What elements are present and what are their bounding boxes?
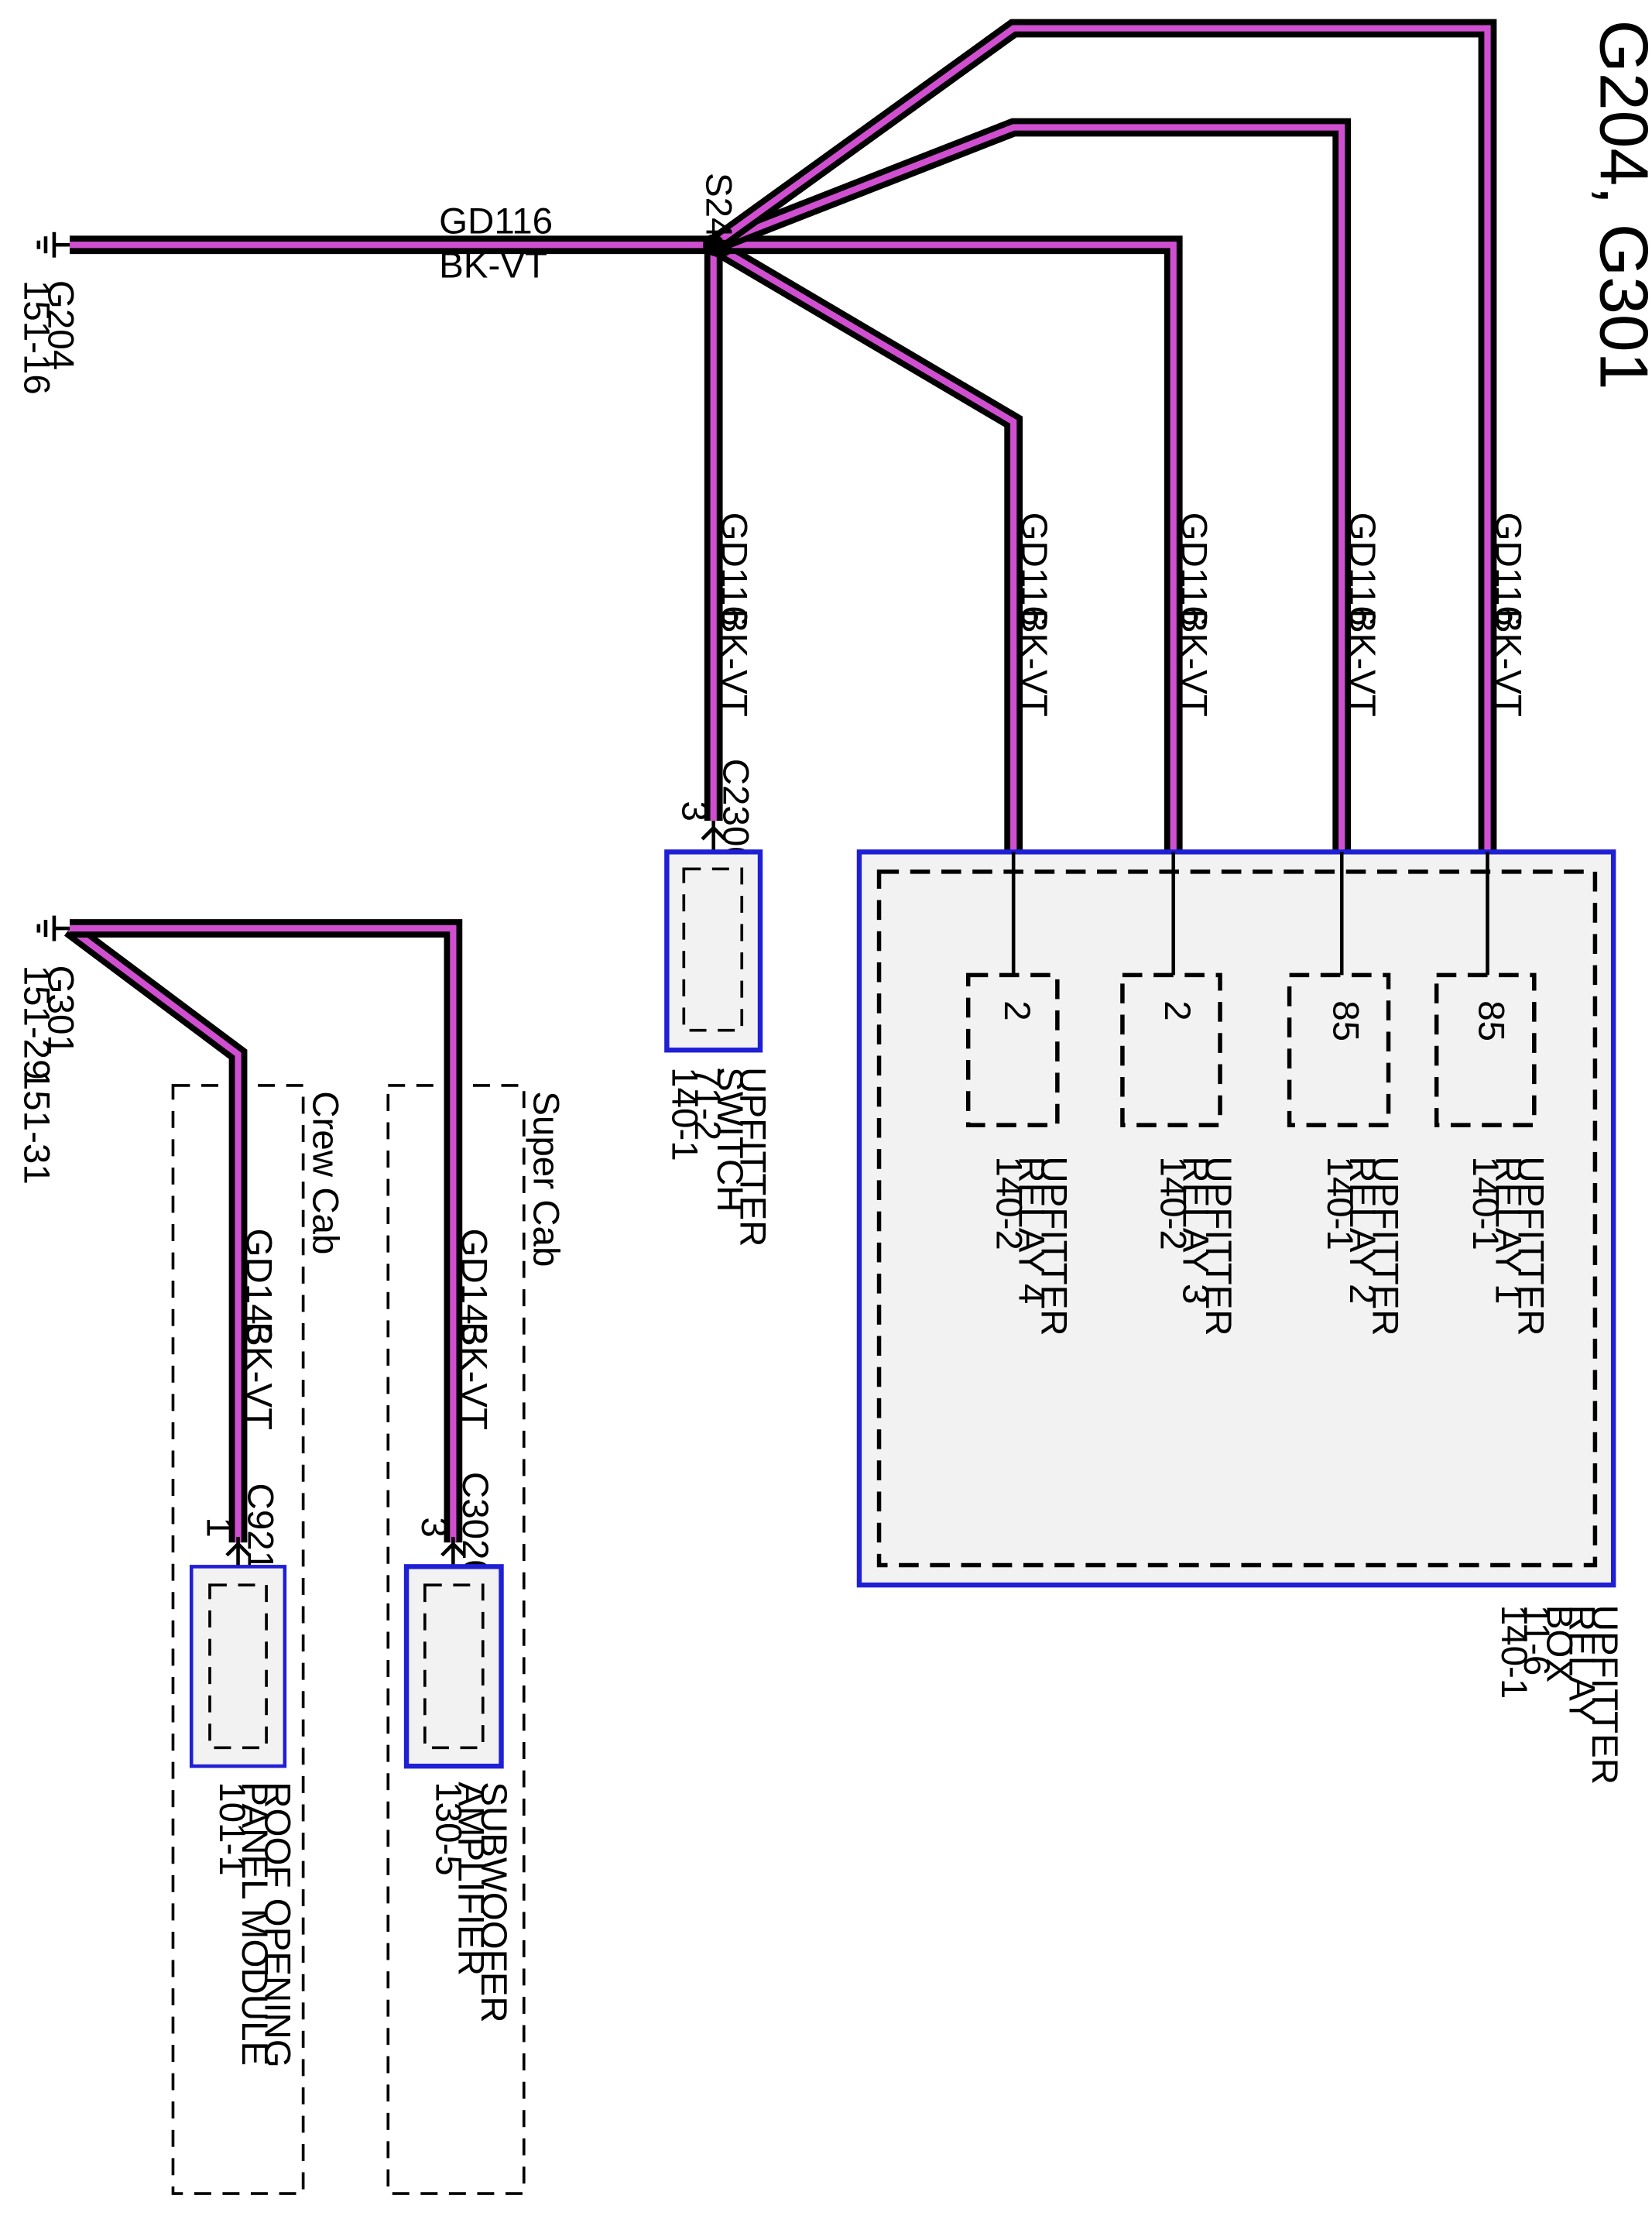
c921-pin-label: 1	[198, 1517, 239, 1537]
ground-g301-name: G301	[40, 965, 81, 1055]
wire-relay4-gd116	[708, 236, 1023, 852]
splice-s249	[702, 234, 725, 256]
relay-box-name: UPFITTER	[1584, 1605, 1625, 1785]
upfitter-relay-3	[1120, 972, 1222, 1127]
relay3-wire-circuit: GD116	[1174, 513, 1215, 626]
super-cab-wire-circuit: GD143	[453, 1229, 494, 1346]
c3020-connector-label: C3020	[454, 1472, 495, 1580]
upfitter-relay-4	[965, 972, 1060, 1127]
relay-3-sub: RELAY 3	[1175, 1156, 1216, 1304]
upfitter-relay-2	[1287, 972, 1391, 1127]
roof-module-ref: 101-1	[211, 1782, 252, 1876]
crew-cab-wire-color: BK-VT	[238, 1322, 279, 1430]
upfitter-relay-1	[1434, 972, 1537, 1127]
relay-box-ref1: 11-6	[1516, 1605, 1557, 1676]
upfitter-switch-sub: SWITCH	[709, 1067, 750, 1212]
relay-1-pin: 85	[1471, 1000, 1512, 1041]
relay2-wire-circuit: GD116	[1342, 513, 1383, 626]
relay-3-name: UPFITTER	[1198, 1156, 1239, 1336]
relay2-wire-color: BK-VT	[1342, 609, 1383, 717]
relay1-wire-color: BK-VT	[1487, 609, 1528, 717]
relay-box-sub2: BOX	[1538, 1605, 1579, 1682]
roof-module-name: ROOF OPENING	[256, 1782, 297, 2068]
roof-opening-panel-module-box	[189, 1565, 287, 1768]
upfitter-switch-ref1: 71-2	[687, 1067, 728, 1140]
ground-g301-icon	[36, 915, 70, 941]
relay-3-pin: 2	[1157, 1000, 1198, 1020]
relay-4-name: UPFITTER	[1033, 1156, 1074, 1336]
switch-connector-label: C2300	[715, 759, 756, 867]
diagram-title: G204, G301	[1586, 20, 1652, 390]
upfitter-switch-name: UPFITTER	[732, 1067, 773, 1247]
wire-relay2-gd116	[710, 118, 1352, 852]
relay-4-pin: 2	[996, 1000, 1037, 1020]
ground-g204-name: G204	[40, 280, 81, 370]
subwoofer-amplifier-inner	[423, 1583, 485, 1750]
relay1-wire-circuit: GD116	[1487, 513, 1528, 626]
relay-4-sub: RELAY 4	[1010, 1156, 1051, 1304]
subwoofer-amplifier-box	[403, 1564, 504, 1769]
main-wire-color: BK-VT	[439, 245, 547, 286]
upfitter-relay-box-inner	[876, 869, 1598, 1568]
wire-super-cab-gd143	[70, 919, 463, 1543]
relay-2-ref: 140-1	[1319, 1156, 1360, 1250]
crew-cab-wire-circuit: GD143	[238, 1229, 279, 1346]
wire-relay1-gd116	[708, 19, 1497, 852]
roof-module-sub: PANEL MODULE	[234, 1782, 275, 2066]
relay-1-ref: 140-1	[1465, 1156, 1506, 1250]
upfitter-switch-inner	[682, 867, 744, 1032]
upfitter-switch-box	[664, 849, 763, 1053]
ground-g204-page: 151-16	[16, 280, 57, 395]
ground-g301-page: 151-29	[16, 965, 57, 1080]
subwoofer-name: SUBWOOFER	[473, 1782, 514, 2022]
c921-connector-label: C921	[239, 1483, 280, 1572]
crew-cab-label: Crew Cab	[304, 1091, 345, 1254]
super-cab-wire-color: BK-VT	[453, 1322, 494, 1430]
switch-pin-label: 3	[673, 801, 715, 821]
main-wire-circuit: GD116	[439, 201, 553, 242]
subwoofer-ref: 130-5	[427, 1782, 468, 1876]
ground-g204-icon	[36, 232, 70, 258]
switch-wire-circuit: GD116	[714, 513, 755, 626]
relay-box-ref2: 140-1	[1493, 1605, 1534, 1699]
relay-box-sub1: RELAY	[1561, 1605, 1602, 1723]
relay3-wire-color: BK-VT	[1174, 609, 1215, 717]
relay-2-sub: RELAY 2	[1342, 1156, 1383, 1304]
relay4-wire-circuit: GD116	[1013, 513, 1054, 626]
subwoofer-sub: AMPLIFIER	[451, 1782, 492, 1976]
super-cab-label: Super Cab	[526, 1091, 567, 1267]
ground-g301-page-alt: 151-31	[16, 1070, 57, 1185]
splice-label: S249	[698, 173, 739, 259]
switch-wire-color: BK-VT	[714, 609, 755, 717]
relay-4-ref: 140-2	[988, 1156, 1029, 1250]
wire-relay3-gd116	[713, 235, 1183, 852]
relay-3-ref: 140-2	[1152, 1156, 1193, 1250]
relay-1-sub: RELAY 1	[1487, 1156, 1528, 1304]
upfitter-switch-ref2: 140-1	[664, 1067, 705, 1161]
relay-2-pin: 85	[1325, 1000, 1366, 1041]
relay-1-name: UPFITTER	[1510, 1156, 1551, 1336]
relay4-wire-color: BK-VT	[1013, 609, 1054, 717]
c3020-pin-label: 3	[413, 1517, 454, 1537]
relay-2-name: UPFITTER	[1364, 1156, 1405, 1336]
roof-opening-panel-module-inner	[208, 1583, 268, 1750]
wire-crew-cab-gd143	[63, 921, 248, 1543]
